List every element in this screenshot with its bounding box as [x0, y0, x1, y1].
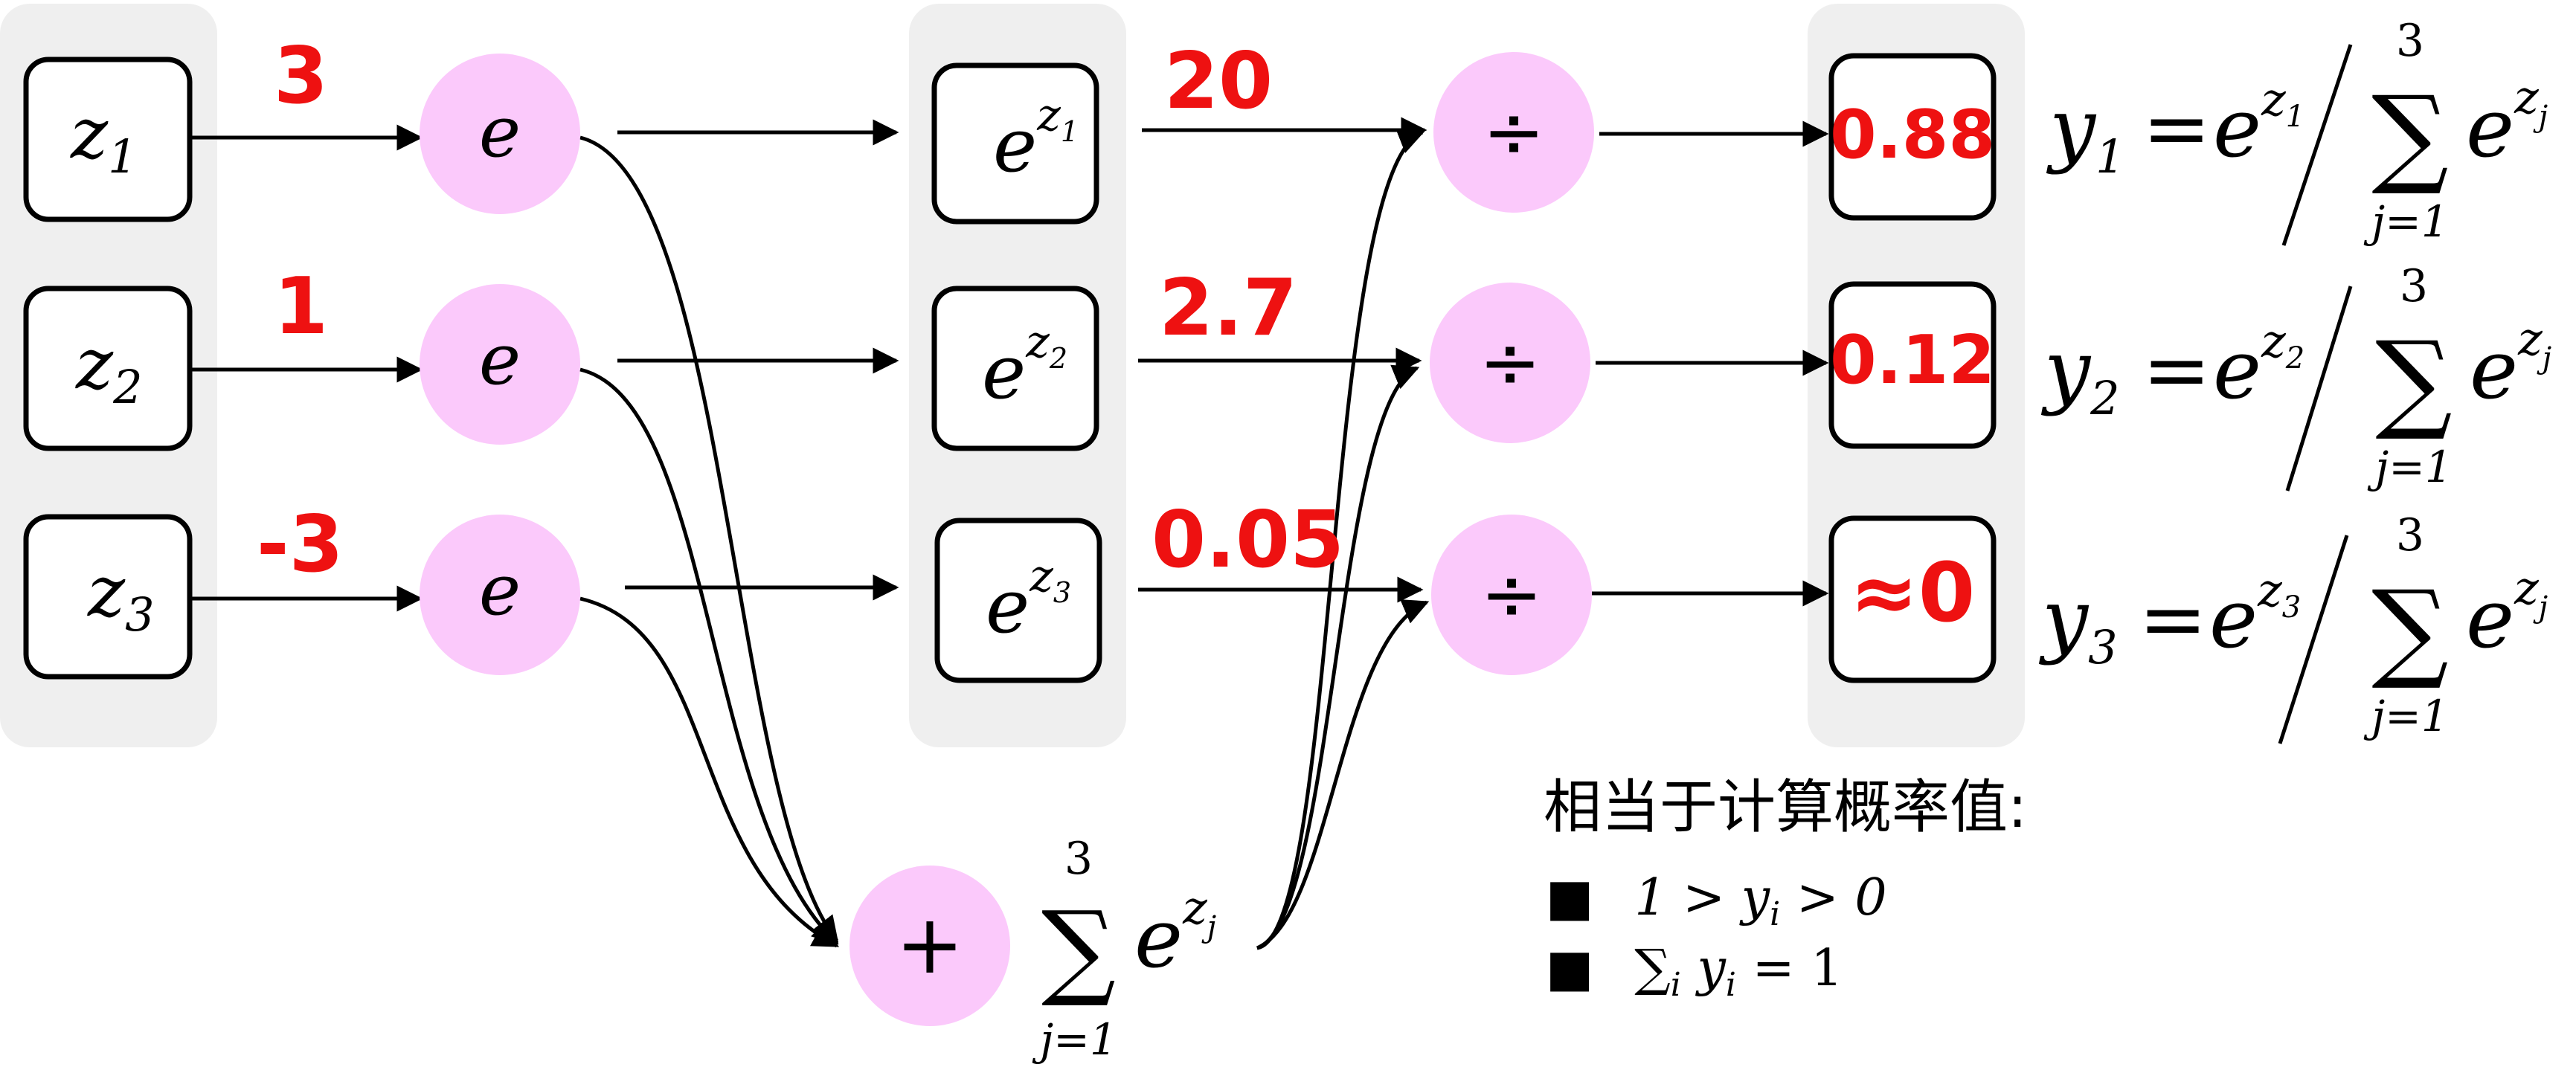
- formula-3: y3 = ez3 3 ∑ j=1 ezj: [2038, 509, 2548, 744]
- svg-text:∑: ∑: [2375, 318, 2453, 444]
- edge-sum-div3: [1256, 599, 1430, 950]
- svg-text:j=1: j=1: [2367, 442, 2452, 492]
- divide-node-2: ÷: [1430, 283, 1590, 443]
- svg-text:∑: ∑: [1041, 889, 1116, 1011]
- sum-node: +: [849, 866, 1010, 1026]
- notes-title: 相当于计算概率值:: [1544, 774, 2027, 841]
- svg-text:3: 3: [2400, 260, 2428, 312]
- svg-text:ezj: ezj: [1134, 880, 1216, 986]
- exp-box-1: ez1: [931, 62, 1099, 225]
- sum-expression: 3 ∑ j=1 ezj: [1032, 833, 1216, 1065]
- exp-node-3: e: [420, 515, 580, 675]
- edge-sum-div1: [1256, 129, 1425, 950]
- output-box-2: 0.12: [1828, 281, 1997, 449]
- exp-box-2: ez2: [931, 286, 1099, 451]
- svg-text:÷: ÷: [1479, 319, 1541, 406]
- svg-text:0.88: 0.88: [1830, 96, 1995, 174]
- edge-exp3-sum: [579, 596, 840, 948]
- notes-bullet-1: ■1 > yi > 0: [1546, 868, 1887, 933]
- svg-text:ez3: ez3: [986, 550, 1071, 650]
- divide-node-3: ÷: [1431, 515, 1592, 675]
- svg-text:j=1: j=1: [2363, 691, 2448, 741]
- svg-text:y1: y1: [2046, 80, 2125, 184]
- svg-text:∑: ∑: [2371, 567, 2449, 693]
- svg-text:e: e: [479, 319, 521, 401]
- svg-text:÷: ÷: [1483, 88, 1545, 175]
- formula-1: y1 = ez1 3 ∑ j=1 ezj: [2046, 15, 2548, 247]
- svg-text:3: 3: [1064, 833, 1093, 885]
- svg-text:e: e: [479, 91, 521, 173]
- svg-text:=: =: [2142, 80, 2211, 175]
- input-node-2: z2: [23, 286, 193, 451]
- svg-text:ezj: ezj: [2466, 70, 2548, 175]
- svg-text:+: +: [896, 897, 964, 992]
- exp-node-1: e: [420, 54, 580, 214]
- curves-from-sum: [1256, 129, 1430, 950]
- curves-to-sum: [579, 135, 840, 948]
- svg-text:ez3: ez3: [2209, 563, 2301, 666]
- svg-text:ez1: ez1: [2213, 72, 2304, 175]
- input-value-3: -3: [257, 499, 344, 590]
- input-node-3: z3: [23, 514, 193, 680]
- divide-node-1: ÷: [1433, 52, 1594, 213]
- svg-text:≈0: ≈0: [1850, 545, 1976, 640]
- svg-text:e: e: [479, 549, 521, 631]
- formula-2: y2 = ez2 3 ∑ j=1 ezj: [2040, 260, 2551, 492]
- svg-text:ezj: ezj: [2466, 561, 2548, 666]
- straight-connections: [190, 117, 1829, 612]
- svg-text:0.12: 0.12: [1830, 321, 1995, 399]
- edge-exp1-sum: [579, 135, 839, 943]
- output-box-3: ≈0: [1828, 515, 1997, 683]
- svg-text:z3: z3: [87, 551, 155, 642]
- edge-exp2-sum: [579, 367, 839, 945]
- svg-text:z1: z1: [70, 93, 138, 184]
- exp-box-3: ez3: [934, 518, 1102, 683]
- svg-text:ez1: ez1: [993, 89, 1079, 189]
- input-value-1: 3: [274, 30, 328, 121]
- svg-text:y2: y2: [2040, 322, 2120, 425]
- svg-text:y3: y3: [2038, 571, 2118, 674]
- svg-text:3: 3: [2396, 15, 2424, 67]
- svg-text:=: =: [2142, 322, 2211, 417]
- exp-node-2: e: [420, 284, 580, 445]
- svg-text:3: 3: [2396, 509, 2424, 561]
- input-value-2: 1: [274, 261, 328, 352]
- notes-bullet-2: ■∑i yi = 1: [1546, 939, 1843, 1004]
- svg-text:∑: ∑: [2371, 73, 2449, 199]
- input-node-1: z1: [23, 57, 193, 222]
- svg-text:=: =: [2139, 571, 2207, 666]
- exp-value-1: 20: [1164, 36, 1273, 126]
- svg-text:ezj: ezj: [2470, 312, 2551, 417]
- svg-text:j=1: j=1: [1032, 1014, 1117, 1065]
- exp-value-2: 2.7: [1159, 262, 1297, 353]
- svg-text:z2: z2: [75, 323, 143, 414]
- svg-text:ez2: ez2: [2213, 314, 2304, 417]
- output-box-1: 0.88: [1828, 53, 1997, 221]
- svg-text:÷: ÷: [1480, 551, 1543, 638]
- notes: 相当于计算概率值: ■1 > yi > 0 ■∑i yi = 1: [1544, 774, 2027, 1004]
- edge-sum-div2: [1256, 364, 1420, 950]
- exp-value-3: 0.05: [1152, 494, 1344, 585]
- svg-text:j=1: j=1: [2363, 196, 2448, 247]
- svg-text:ez2: ez2: [982, 316, 1067, 416]
